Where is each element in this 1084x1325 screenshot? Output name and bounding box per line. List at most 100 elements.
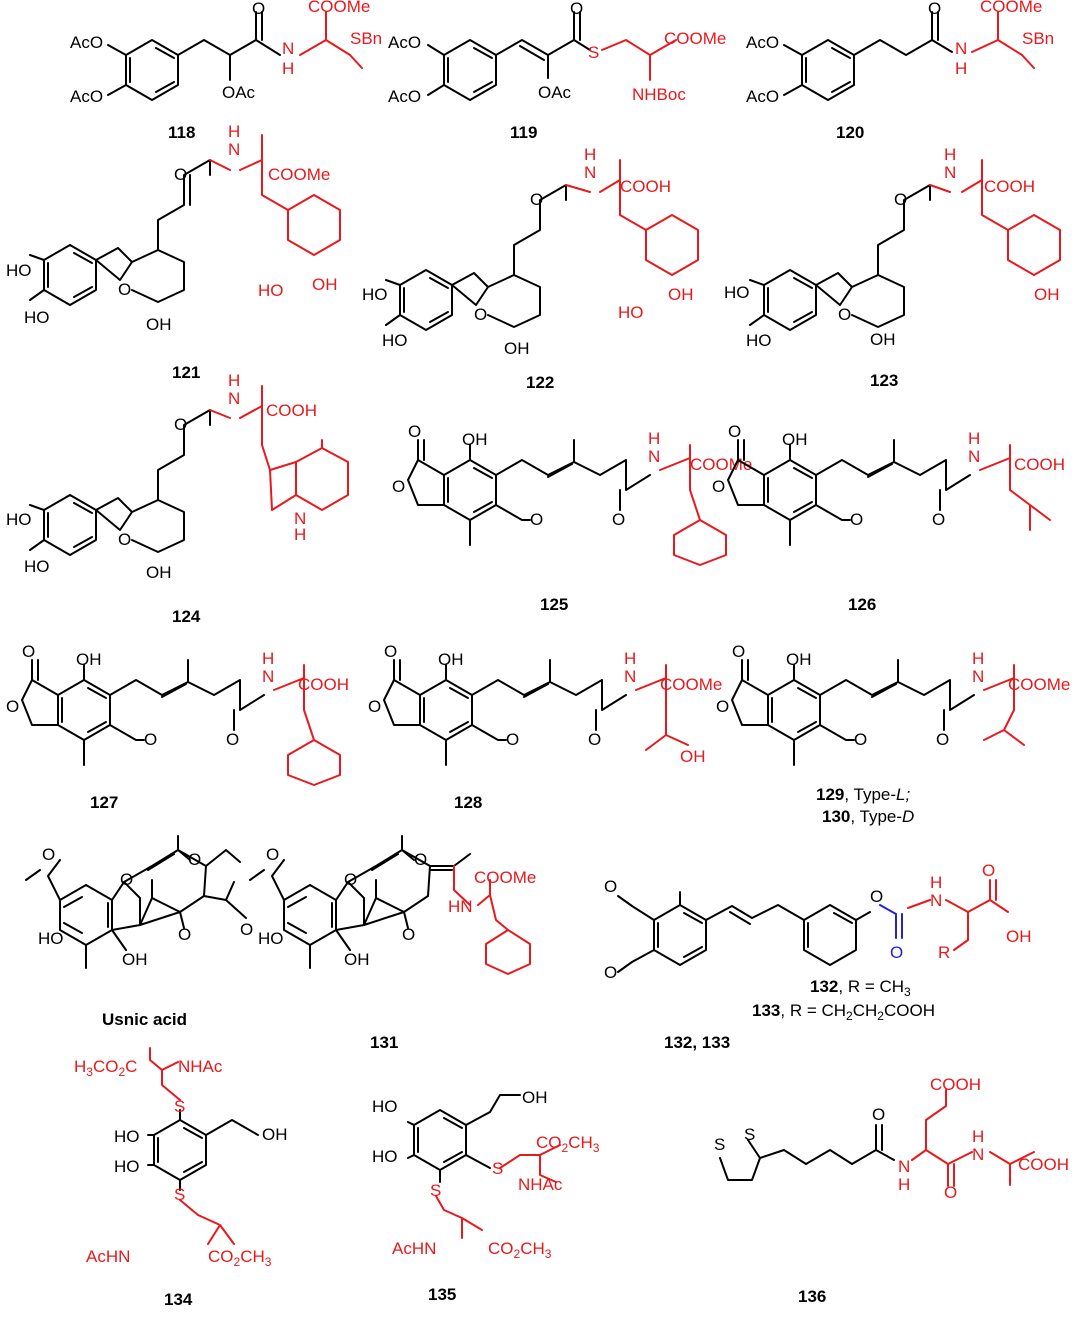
nitrogen-label: N bbox=[228, 389, 240, 408]
compound-128: O O OH O O N H COOMe OH 128 bbox=[368, 642, 722, 812]
ester-label: CO2CH3 bbox=[488, 1239, 552, 1261]
sulfur-label: S bbox=[744, 1125, 755, 1144]
oxygen-label: O bbox=[174, 165, 187, 184]
hydroxy-label: HO bbox=[114, 1127, 140, 1146]
oxygen-label: O bbox=[530, 190, 543, 209]
compound-131: O O O O HO OH HN COOMe 131 bbox=[249, 835, 536, 1052]
acetoxy-label: AcO bbox=[388, 87, 421, 106]
compound-number: 119 bbox=[510, 123, 537, 142]
sulfur-label: S bbox=[430, 1181, 441, 1200]
hydroxy-label: OH bbox=[312, 275, 338, 294]
compound-129-130: O O OH O O N H COOMe 129, Type-L; 130, T… bbox=[716, 642, 1070, 826]
hydrogen-label: H bbox=[228, 371, 240, 390]
hydroxy-label: OH bbox=[462, 430, 488, 449]
nitrogen-label: N bbox=[955, 39, 967, 58]
hydroxy-label: OH bbox=[1006, 927, 1032, 946]
nitrogen-label: N bbox=[228, 140, 240, 159]
acid-label: COOH bbox=[1014, 455, 1065, 474]
hydrogen-label: H bbox=[944, 145, 956, 164]
nitrogen-label: N bbox=[648, 447, 660, 466]
nitrogen-label: N bbox=[944, 163, 956, 182]
hydrogen-label: H bbox=[294, 525, 306, 544]
oxygen-label: O bbox=[226, 730, 239, 749]
ester-label: COOMe bbox=[980, 0, 1042, 16]
hydrogen-label: H bbox=[282, 59, 294, 78]
acid-label: COOMe bbox=[268, 165, 330, 184]
hydroxy-label: OH bbox=[146, 315, 172, 334]
hydrogen-label: H bbox=[972, 649, 984, 668]
compound-132-133: O O O O N H O OH R 132, R = CH3 133, R =… bbox=[604, 861, 1032, 1052]
r-group-label: R bbox=[938, 943, 950, 962]
hydroxy-label: HO bbox=[38, 929, 64, 948]
nitrogen-label: N bbox=[898, 1157, 910, 1176]
compound-number: 136 bbox=[798, 1287, 826, 1306]
acid-label: COOH bbox=[620, 177, 671, 196]
compound-127: O O OH O O N H COOH 127 bbox=[6, 642, 349, 812]
oxygen-label: O bbox=[22, 642, 35, 661]
oxygen-label: O bbox=[42, 845, 55, 864]
hydroxy-label: OH bbox=[122, 950, 148, 969]
oxygen-label: O bbox=[854, 730, 867, 749]
oxygen-label: O bbox=[178, 925, 191, 944]
methoxy-label: O bbox=[604, 963, 617, 982]
acid-label: COOMe bbox=[1008, 675, 1070, 694]
nitrogen-label: N bbox=[282, 39, 294, 58]
oxygen-label: O bbox=[414, 850, 427, 869]
hydrogen-label: H bbox=[262, 649, 274, 668]
compound-119: AcO AcO OAc O S COOMe NHBoc 119 bbox=[388, 0, 726, 142]
usnic-acid: O O O O O HO OH Usnic acid bbox=[25, 835, 253, 1029]
oxygen-label: O bbox=[728, 422, 741, 441]
acid-label: COOH bbox=[1018, 1155, 1069, 1174]
compound-124: HO HO O OH O N H COOH N H 124 bbox=[6, 371, 349, 626]
nitrogen-label: N bbox=[930, 891, 942, 910]
hydroxy-label: HO bbox=[382, 331, 408, 350]
acid-label: COOH bbox=[930, 1075, 981, 1094]
sulfur-label: S bbox=[492, 1159, 503, 1178]
hydrogen-label: H bbox=[648, 429, 660, 448]
compound-number: 118 bbox=[168, 123, 195, 142]
compound-134: H3CO2C NHAc S HO HO OH S AcHN CO2CH3 134 bbox=[74, 1047, 288, 1309]
oxygen-label: O bbox=[240, 920, 253, 939]
nitrogen-label: N bbox=[584, 163, 596, 182]
ester-label: H3CO2C bbox=[74, 1057, 137, 1079]
nitrogen-label: N bbox=[972, 667, 984, 686]
compound-135: HO HO OH S S CO2CH3 NHAc AcHN CO2CH3 135 bbox=[372, 1088, 600, 1304]
acetoxy-label: AcO bbox=[70, 33, 103, 52]
hydrogen-label: H bbox=[228, 122, 240, 141]
hydrogen-label: H bbox=[930, 873, 942, 892]
acetoxy-label: AcO bbox=[70, 87, 103, 106]
acetamide-label: AcHN bbox=[392, 1239, 436, 1258]
compound-caption: 132, R = CH3 bbox=[810, 977, 911, 999]
acid-label: COOMe bbox=[660, 675, 722, 694]
compound-126: O O OH O O N H COOH 126 bbox=[712, 422, 1065, 614]
hydroxy-label: HO bbox=[618, 303, 644, 322]
hydroxy-label: HO bbox=[258, 281, 284, 300]
compound-number: 126 bbox=[848, 595, 876, 614]
oxygen-label: O bbox=[932, 510, 945, 529]
nitrogen-label: N bbox=[968, 447, 980, 466]
hydrogen-label: H bbox=[972, 1127, 984, 1146]
oxygen-label: O bbox=[6, 697, 19, 716]
compound-118: AcO AcO OAc O N H COOMe SBn 118 bbox=[70, 0, 382, 142]
compound-caption: 133, R = CH2CH2COOH bbox=[752, 1001, 935, 1023]
oxygen-label: O bbox=[144, 730, 157, 749]
furan-oxygen-label: O bbox=[118, 530, 131, 549]
hydroxy-label: HO bbox=[114, 1157, 140, 1176]
sulfur-label: S bbox=[588, 43, 599, 62]
oxygen-label: O bbox=[894, 190, 907, 209]
oxygen-label: O bbox=[716, 697, 729, 716]
hydroxy-label: OH bbox=[786, 650, 812, 669]
hydroxy-label: OH bbox=[668, 285, 694, 304]
hydroxy-label: OH bbox=[680, 747, 706, 766]
oxygen-label: O bbox=[188, 850, 201, 869]
hydrogen-label: H bbox=[968, 429, 980, 448]
compound-number: 125 bbox=[540, 595, 568, 614]
compound-number: 123 bbox=[870, 371, 898, 390]
oxygen-label: O bbox=[850, 510, 863, 529]
oxygen-label: O bbox=[174, 415, 187, 434]
furan-oxygen-label: O bbox=[838, 305, 851, 324]
compound-121: HO HO O OH O N H COOMe HO OH 121 bbox=[6, 122, 341, 382]
compound-number: 127 bbox=[90, 793, 118, 812]
hydroxy-label: HO bbox=[372, 1097, 398, 1116]
